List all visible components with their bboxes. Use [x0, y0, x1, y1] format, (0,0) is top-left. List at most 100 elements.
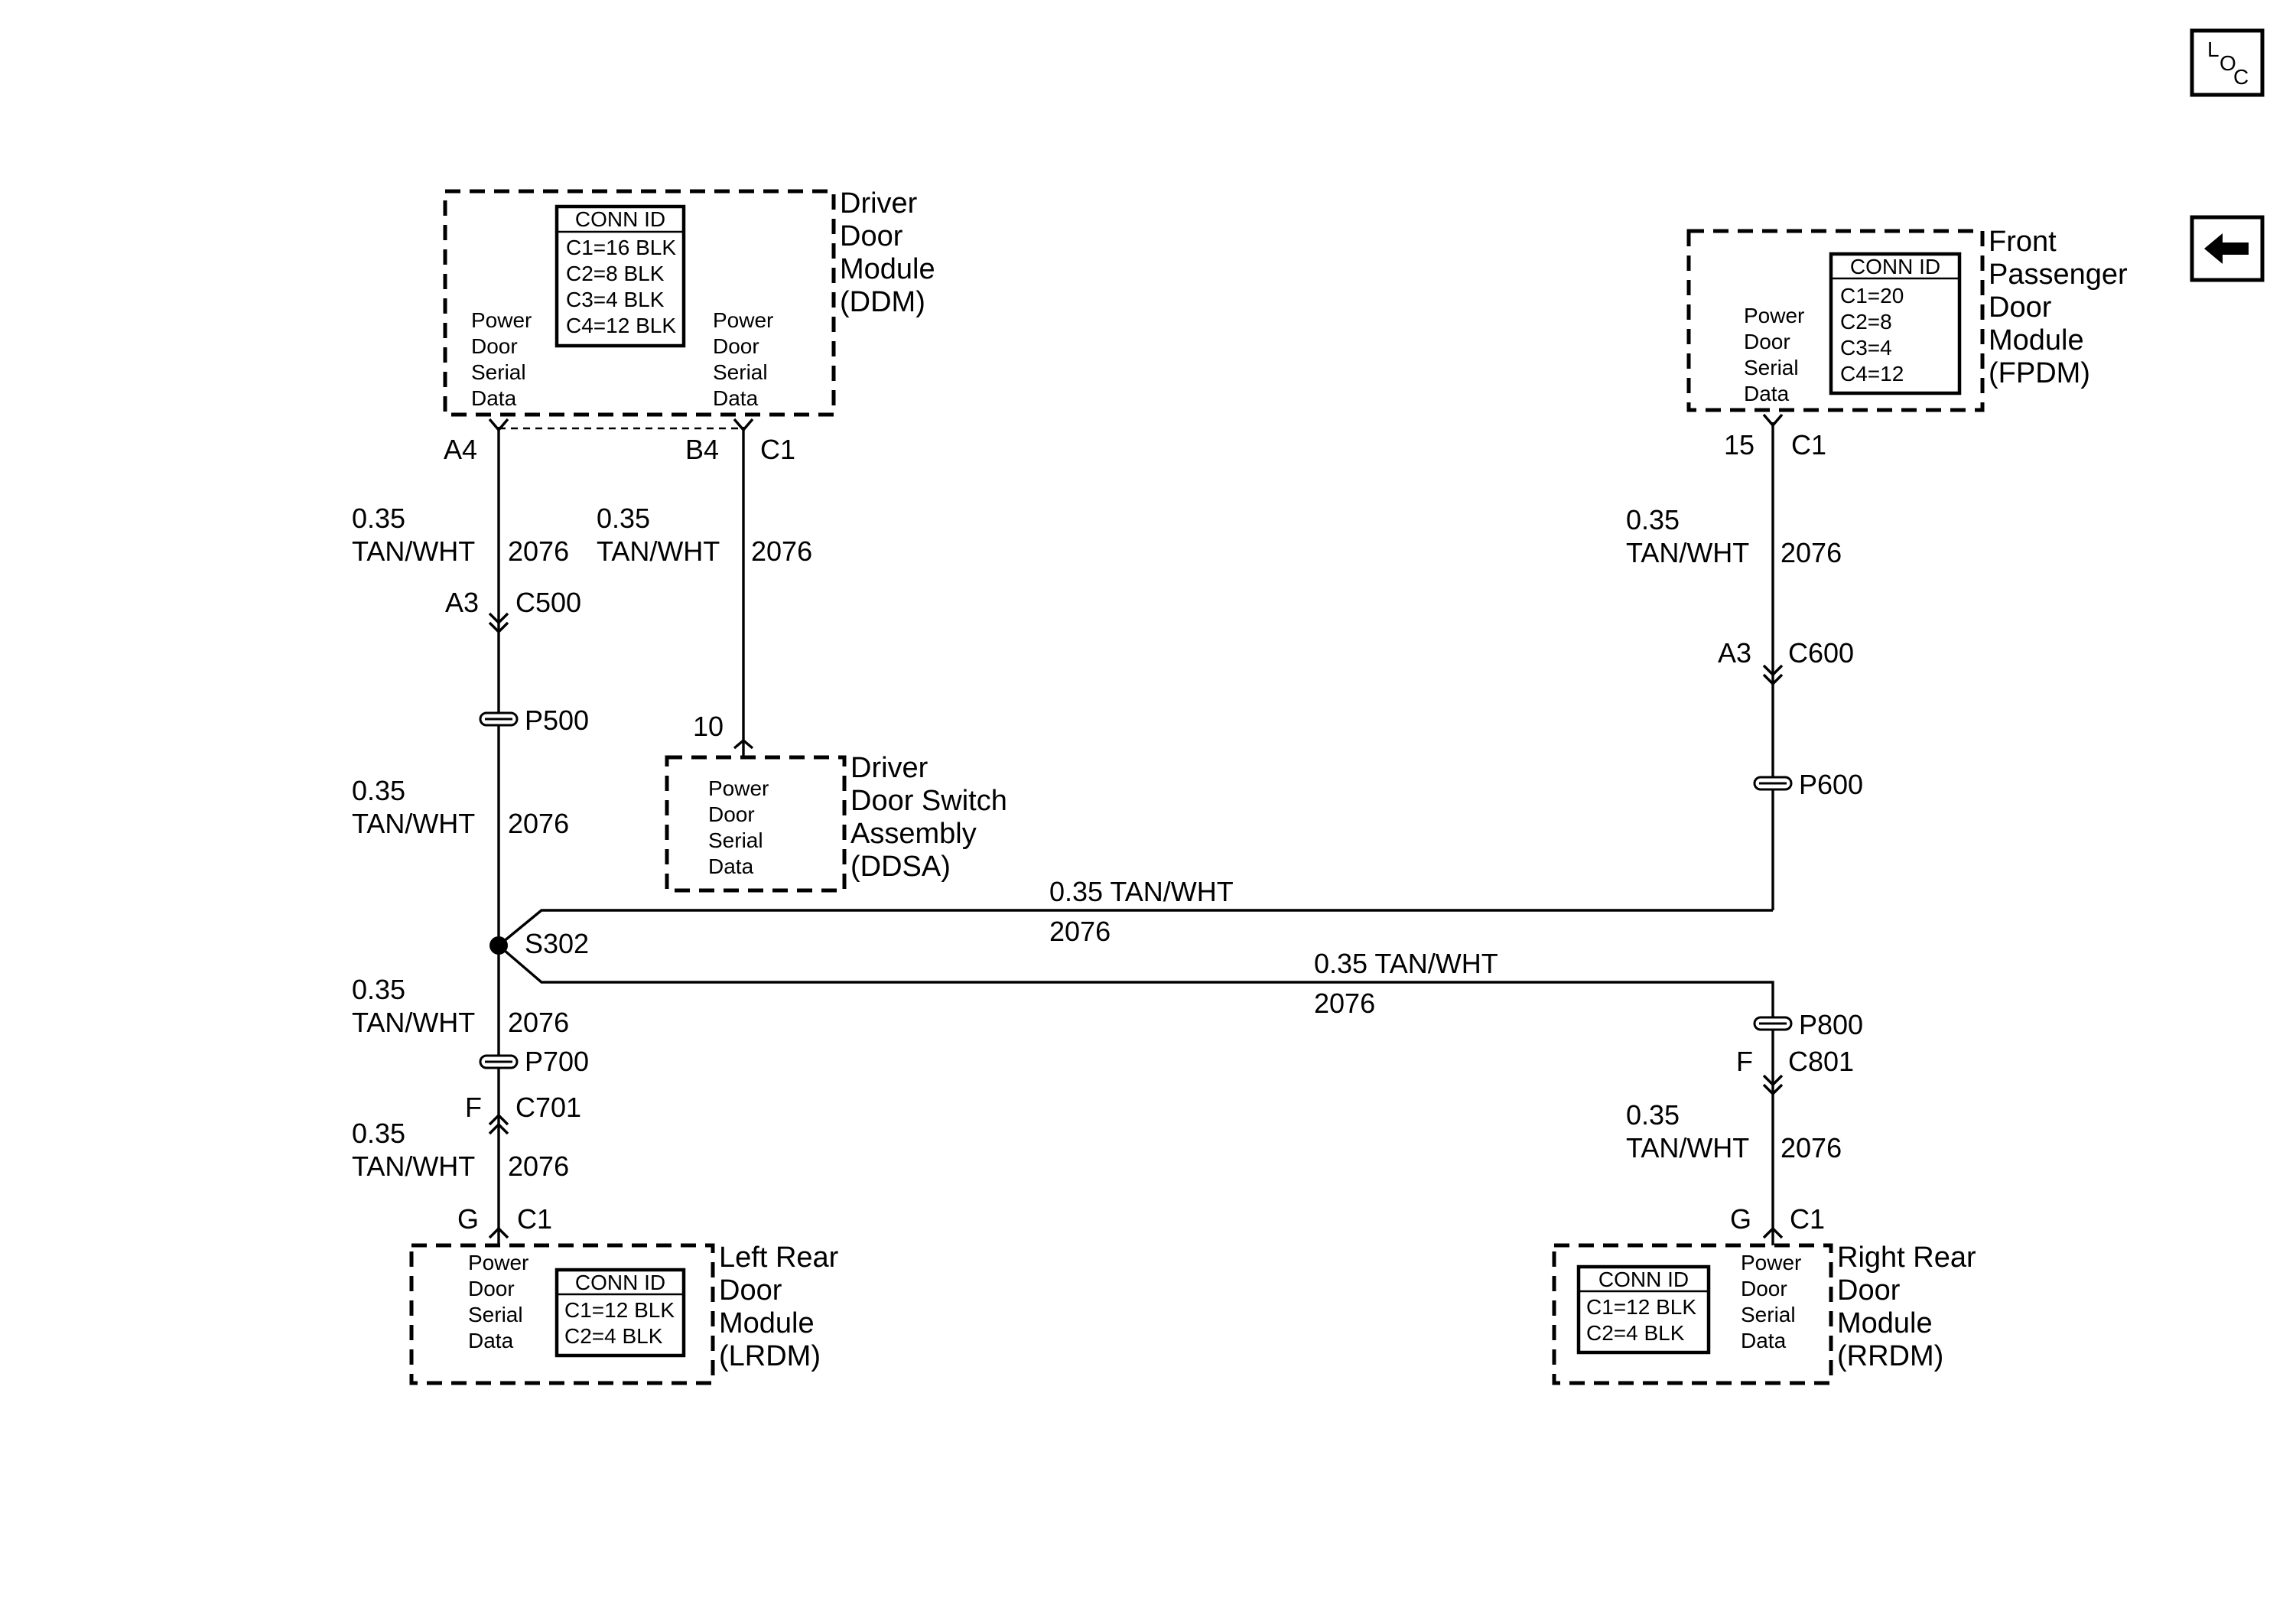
fpdm-conn-c1: C1=20 [1840, 284, 1904, 308]
connector-id: C600 [1788, 637, 1854, 669]
fpdm-pin-15: 15 [1724, 429, 1755, 461]
ddm-conn-c1: C1=16 BLK [566, 236, 676, 259]
lrdm-name: Door [719, 1274, 782, 1307]
fpdm-conn-c4: C4=12 [1840, 362, 1904, 386]
fpdm-conn-title: CONN ID [1850, 255, 1940, 278]
lrdm-conn-c2: C2=4 BLK [564, 1324, 663, 1348]
wire-color: TAN/WHT [352, 808, 475, 839]
wire-circuit: 2076 [1781, 1132, 1842, 1164]
back-button[interactable] [2190, 215, 2265, 282]
connector-pin: F [465, 1092, 482, 1123]
connector-pin: A3 [445, 587, 479, 618]
lrdm-conn-c1: C1 [517, 1203, 552, 1235]
connector-id: C500 [515, 587, 581, 618]
wire-color: 0.35 TAN/WHT [1049, 876, 1234, 907]
rrdm-pin-g: G [1730, 1203, 1751, 1235]
fpdm-name: Door [1989, 291, 2052, 324]
rrdm-name: Door [1837, 1274, 1901, 1307]
ddsa-name: Assembly [850, 818, 977, 850]
lrdm-name: Module [719, 1307, 815, 1339]
loc-icon[interactable]: L O C [2190, 28, 2265, 97]
ddsa-name: Driver [850, 752, 928, 784]
lrdm-name: (LRDM) [719, 1340, 821, 1372]
ddm-conn-c4: C4=12 BLK [566, 314, 676, 337]
ddsa-name: Door Switch [850, 785, 1007, 817]
ddm-module: CONN ID C1=16 BLK C2=8 BLK C3=4 BLK C4=1… [443, 187, 935, 465]
pass-through-id: P800 [1799, 1009, 1863, 1040]
connector-chevron [488, 612, 1784, 1135]
connector-pin: A3 [1718, 637, 1751, 669]
wire-color: TAN/WHT [1626, 1132, 1749, 1164]
ddm-name: Driver [840, 187, 918, 220]
lrdm-conn-c1: C1=12 BLK [564, 1298, 675, 1322]
wire-gauge: 0.35 [1626, 504, 1680, 535]
wire-circuit: 2076 [508, 1150, 569, 1182]
rrdm-name: Module [1837, 1307, 1933, 1339]
wire-circuit: 2076 [508, 808, 569, 839]
left-arrow-icon [2204, 233, 2249, 264]
wire-color: TAN/WHT [352, 1007, 475, 1038]
wire-gauge: 0.35 [352, 775, 405, 806]
wire-circuit: 2076 [1781, 537, 1842, 568]
fpdm-conn-c3: C3=4 [1840, 336, 1892, 360]
ddm-right-pin-label: Data [713, 386, 759, 410]
rrdm-conn-c1: C1 [1790, 1203, 1825, 1235]
wire-gauge: 0.35 [352, 974, 405, 1005]
rrdm-pin-label: Data [1741, 1329, 1787, 1352]
ddsa-pin-10: 10 [693, 711, 724, 742]
fpdm-name: (FPDM) [1989, 357, 2090, 389]
loc-letter-c: C [2233, 65, 2249, 89]
rrdm-conn-c1: C1=12 BLK [1586, 1295, 1696, 1319]
fpdm-conn-c1: C1 [1791, 429, 1826, 461]
rrdm-pin-label: Power [1741, 1251, 1801, 1274]
pin-terminal [488, 413, 1784, 1239]
ddm-name: Door [840, 220, 903, 252]
connector-id: C801 [1788, 1046, 1854, 1077]
wire-circuit: 2076 [508, 535, 569, 567]
lrdm-name: Left Rear [719, 1242, 839, 1274]
wire-color: TAN/WHT [352, 535, 475, 567]
wire-color: TAN/WHT [597, 535, 720, 567]
wire-s302-p600 [497, 909, 1773, 947]
ddsa-pin-label: Serial [708, 828, 763, 852]
fpdm-conn-c2: C2=8 [1840, 310, 1892, 334]
ddm-conn-title: CONN ID [575, 207, 665, 231]
pass-through-id: P600 [1799, 769, 1863, 800]
lrdm-pin-label: Door [468, 1277, 515, 1300]
wire-s302-p800 [497, 944, 1774, 1245]
lrdm-pin-label: Serial [468, 1303, 523, 1326]
ddm-name: Module [840, 253, 935, 285]
ddm-right-pin-label: Door [713, 334, 759, 358]
wire-circuit: 2076 [1049, 916, 1111, 947]
wire-color: TAN/WHT [1626, 537, 1749, 568]
fpdm-pin-label: Serial [1744, 356, 1799, 379]
ddsa-pin-label: Data [708, 854, 754, 878]
ddsa-pin-label: Door [708, 802, 755, 826]
fpdm-name: Passenger [1989, 259, 2128, 291]
rrdm-name: Right Rear [1837, 1242, 1976, 1274]
wire-circuit: 2076 [751, 535, 812, 567]
wire-gauge: 0.35 [352, 503, 405, 534]
wire-labels: 0.35 TAN/WHT 2076 0.35 TAN/WHT 2076 0.35… [352, 503, 1842, 1182]
fpdm-pin-label: Power [1744, 304, 1804, 327]
ddm-left-pin-label: Power [471, 308, 532, 332]
rrdm-pin-label: Serial [1741, 1303, 1796, 1326]
ddm-left-pin-label: Data [471, 386, 517, 410]
wire-color: TAN/WHT [352, 1150, 475, 1182]
rrdm-module: CONN ID C1=12 BLK C2=4 BLK Power Door Se… [1552, 1203, 1976, 1385]
ddm-left-pin-label: Door [471, 334, 518, 358]
rrdm-conn-title: CONN ID [1598, 1268, 1689, 1291]
ddm-conn-c1: C1 [760, 434, 795, 465]
wire-gauge: 0.35 [597, 503, 650, 534]
connector-pin: F [1736, 1046, 1753, 1077]
connector-id: C701 [515, 1092, 581, 1123]
rrdm-pin-label: Door [1741, 1277, 1787, 1300]
ddm-pin-a4: A4 [444, 434, 477, 465]
wire-circuit: 2076 [508, 1007, 569, 1038]
fpdm-name: Module [1989, 324, 2084, 356]
ddsa-pin-label: Power [708, 776, 769, 800]
pass-through-id: P700 [525, 1046, 589, 1077]
pass-through-symbol [479, 711, 1793, 1069]
lrdm-pin-label: Data [468, 1329, 514, 1352]
